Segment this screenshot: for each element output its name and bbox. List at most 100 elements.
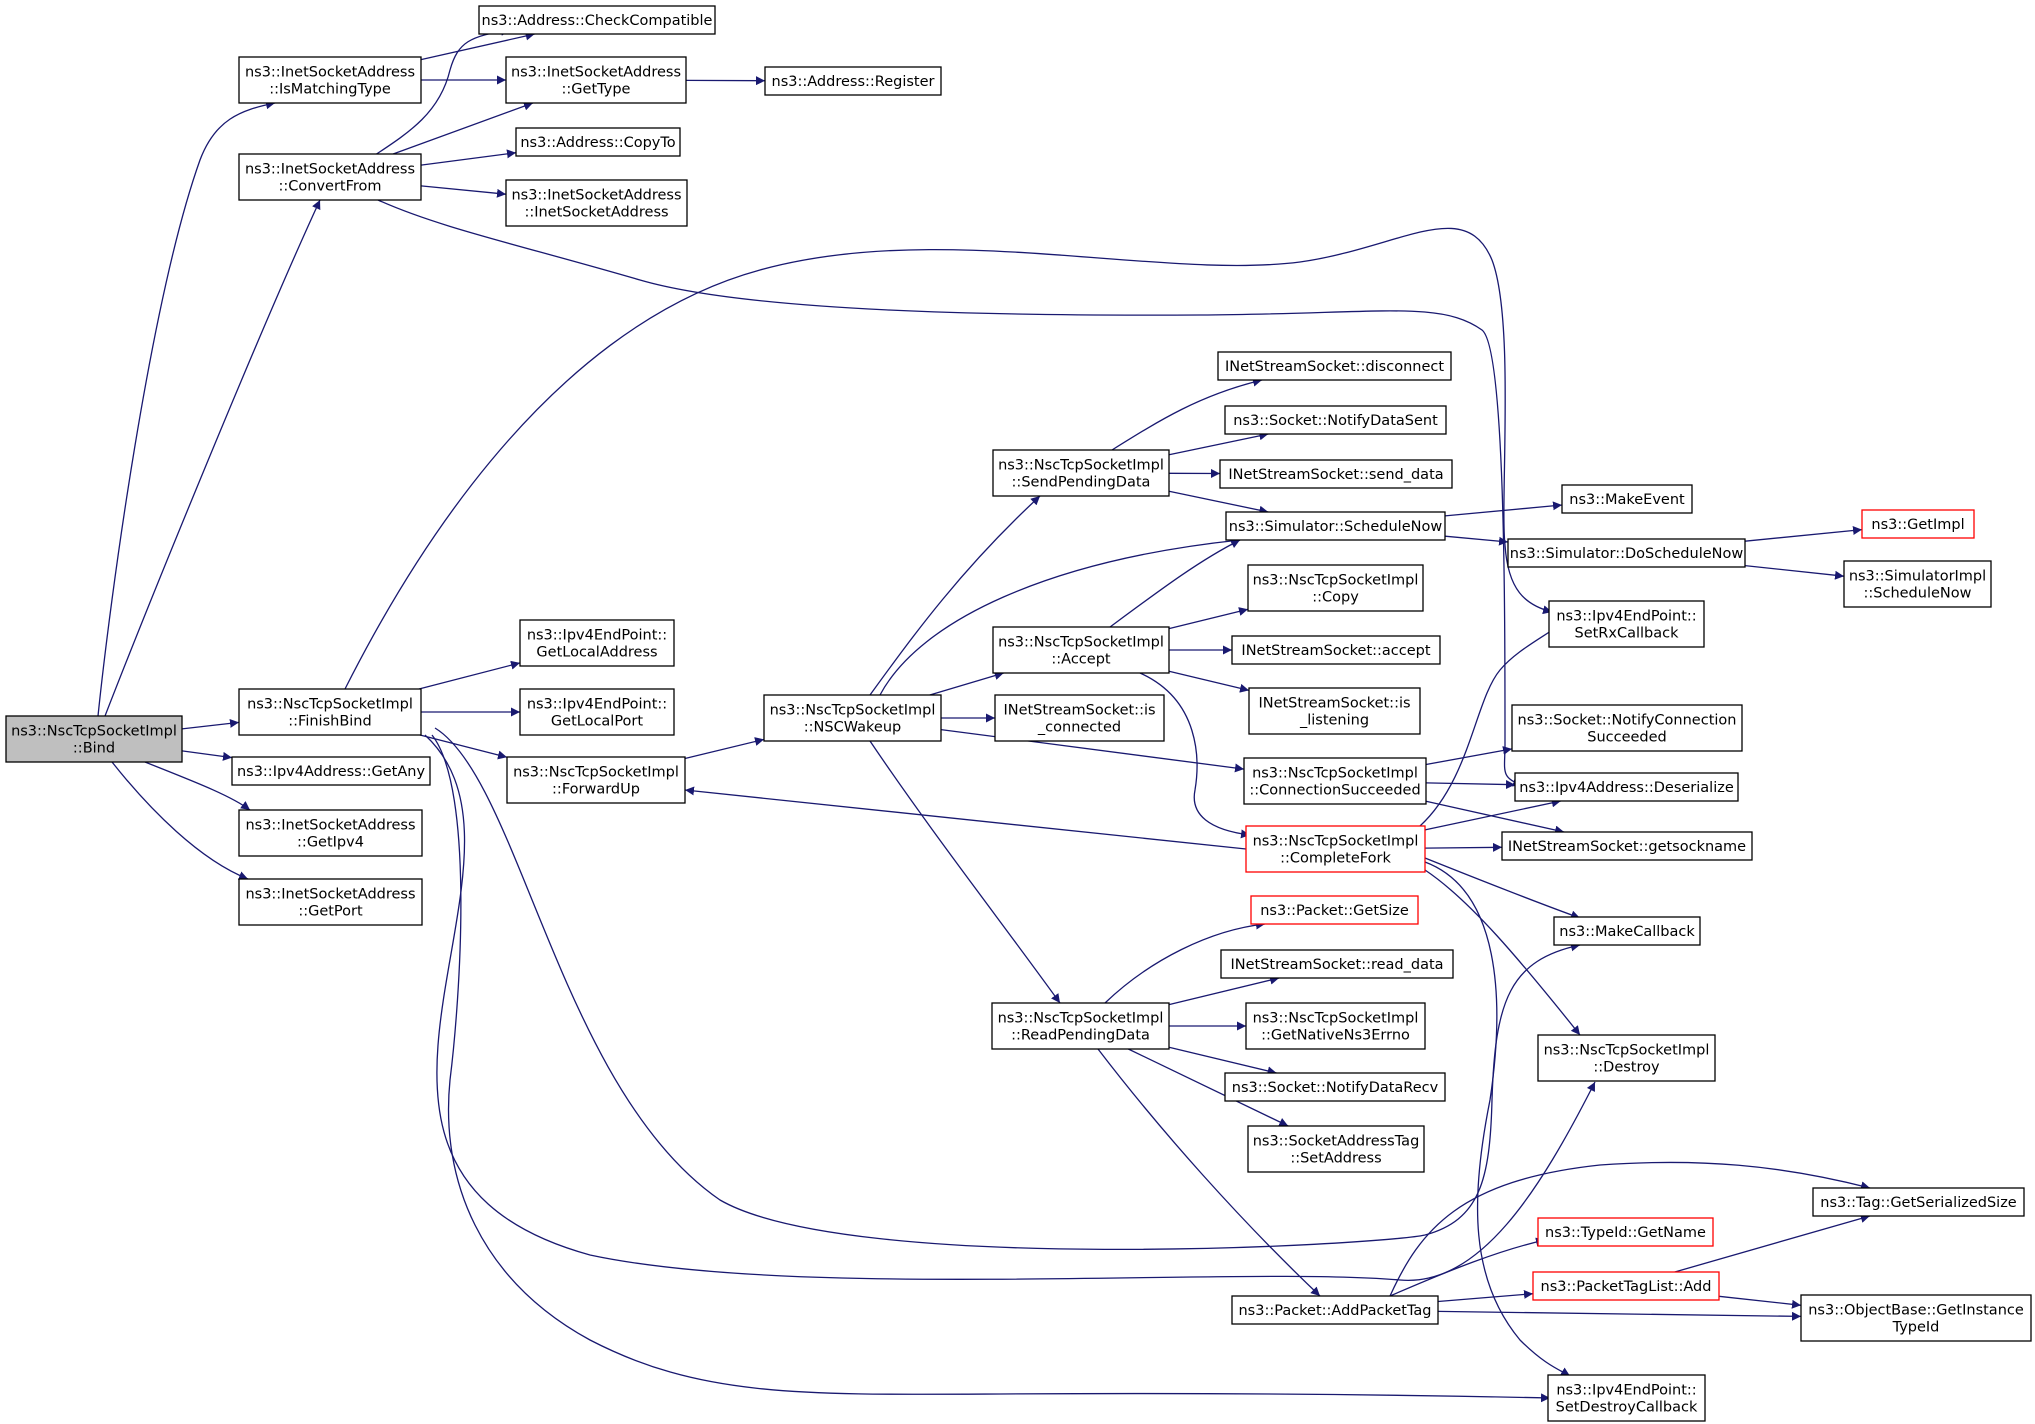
node-label-sendpendingdata-1: ::SendPendingData [1012, 475, 1151, 491]
node-setdestroycallback[interactable]: ns3::Ipv4EndPoint::SetDestroyCallback [1547, 1374, 1706, 1422]
node-senddata[interactable]: INetStreamSocket::send_data [1219, 459, 1453, 489]
node-convertfrom[interactable]: ns3::InetSocketAddress::ConvertFrom [238, 153, 422, 201]
node-box-doschedulenow [1507, 538, 1746, 568]
node-box-readdata [1220, 949, 1454, 979]
node-makeevent[interactable]: ns3::MakeEvent [1561, 484, 1693, 514]
node-islistening[interactable]: INetStreamSocket::is_listening [1248, 687, 1421, 735]
node-getname[interactable]: ns3::TypeId::GetName [1537, 1217, 1714, 1247]
node-box-getnativens3errno [1245, 1002, 1426, 1050]
node-getsockname[interactable]: INetStreamSocket::getsockname [1501, 831, 1753, 861]
node-disconnect[interactable]: INetStreamSocket::disconnect [1217, 351, 1452, 381]
node-addpackettag[interactable]: ns3::Packet::AddPacketTag [1231, 1295, 1439, 1325]
node-label-setaddress-1: ::SetAddress [1290, 1151, 1381, 1167]
node-box-copy [1247, 564, 1424, 612]
node-box-makeevent [1561, 484, 1693, 514]
edge-readpendingdata-to-readdata [1168, 975, 1280, 1006]
node-inetsocketaddress[interactable]: ns3::InetSocketAddress::InetSocketAddres… [505, 179, 688, 227]
node-box-copyto [515, 127, 681, 157]
edge-ismatchingtype-to-checkcompatible [420, 31, 535, 61]
node-getsize[interactable]: ns3::Packet::GetSize [1250, 895, 1419, 925]
node-box-inetaccept [1231, 635, 1441, 665]
node-register[interactable]: ns3::Address::Register [764, 66, 942, 96]
node-label-copyto-0: ns3::Address::CopyTo [520, 135, 675, 151]
node-label-getsize-0: ns3::Packet::GetSize [1260, 903, 1409, 919]
node-bind[interactable]: ns3::NscTcpSocketImpl::Bind [5, 715, 183, 763]
node-getimpl[interactable]: ns3::GetImpl [1861, 509, 1975, 539]
node-isconnected[interactable]: INetStreamSocket::is_connected [994, 694, 1165, 742]
node-label-inetaccept-0: INetStreamSocket::accept [1241, 643, 1430, 659]
node-label-notifydatasent-0: ns3::Socket::NotifyDataSent [1233, 413, 1438, 429]
node-ismatchingtype[interactable]: ns3::InetSocketAddress::IsMatchingType [238, 56, 422, 104]
edge-finishbind-to-setdestroycallback [431, 734, 1551, 1403]
edge-addpackettag-to-getname [1389, 1237, 1546, 1297]
node-deserialize[interactable]: ns3::Ipv4Address::Deserialize [1514, 772, 1739, 802]
node-label-destroy-1: ::Destroy [1593, 1060, 1660, 1076]
node-label-readpendingdata-1: ::ReadPendingData [1011, 1028, 1150, 1044]
edge-schedulenow-to-doschedulenow [1444, 535, 1509, 546]
node-box-getlocaladdress [519, 619, 675, 667]
node-getipv4[interactable]: ns3::InetSocketAddress::GetIpv4 [238, 809, 423, 857]
node-label-getipv4-0: ns3::InetSocketAddress [245, 818, 415, 834]
node-setaddress[interactable]: ns3::SocketAddressTag::SetAddress [1247, 1125, 1425, 1173]
node-notifydatarecv[interactable]: ns3::Socket::NotifyDataRecv [1224, 1072, 1446, 1102]
node-label-islistening-0: INetStreamSocket::is [1258, 696, 1410, 712]
node-getserializedsize[interactable]: ns3::Tag::GetSerializedSize [1812, 1187, 2025, 1217]
node-gettype[interactable]: ns3::InetSocketAddress::GetType [505, 56, 687, 104]
node-sendpendingdata[interactable]: ns3::NscTcpSocketImpl::SendPendingData [992, 449, 1170, 497]
node-inetaccept[interactable]: INetStreamSocket::accept [1231, 635, 1441, 665]
node-checkcompatible[interactable]: ns3::Address::CheckCompatible [478, 5, 716, 35]
node-readdata[interactable]: INetStreamSocket::read_data [1220, 949, 1454, 979]
node-label-finishbind-0: ns3::NscTcpSocketImpl [247, 697, 413, 713]
edge-sendpendingdata-to-notifydatasent [1168, 431, 1269, 456]
node-label-finishbind-1: ::FinishBind [288, 714, 371, 730]
node-readpendingdata[interactable]: ns3::NscTcpSocketImpl::ReadPendingData [991, 1002, 1170, 1050]
node-accept[interactable]: ns3::NscTcpSocketImpl::Accept [992, 626, 1170, 674]
node-doschedulenow[interactable]: ns3::Simulator::DoScheduleNow [1507, 538, 1746, 568]
node-label-bind-0: ns3::NscTcpSocketImpl [11, 724, 177, 740]
node-completefork[interactable]: ns3::NscTcpSocketImpl::CompleteFork [1245, 825, 1426, 873]
node-box-setaddress [1247, 1125, 1425, 1173]
node-label-packettaglistadd-0: ns3::PacketTagList::Add [1541, 1279, 1712, 1295]
node-box-register [764, 66, 942, 96]
node-box-getsockname [1501, 831, 1753, 861]
node-destroy[interactable]: ns3::NscTcpSocketImpl::Destroy [1537, 1034, 1716, 1082]
node-getany[interactable]: ns3::Ipv4Address::GetAny [231, 756, 431, 786]
node-notifydatasent[interactable]: ns3::Socket::NotifyDataSent [1224, 405, 1447, 435]
node-label-getserializedsize-0: ns3::Tag::GetSerializedSize [1820, 1195, 2017, 1211]
node-label-readdata-0: INetStreamSocket::read_data [1230, 957, 1443, 973]
node-getnativens3errno[interactable]: ns3::NscTcpSocketImpl::GetNativeNs3Errno [1245, 1002, 1426, 1050]
node-getport[interactable]: ns3::InetSocketAddress::GetPort [238, 878, 423, 926]
node-packettaglistadd[interactable]: ns3::PacketTagList::Add [1532, 1271, 1720, 1301]
node-simulatorimplschedulenow[interactable]: ns3::SimulatorImpl::ScheduleNow [1843, 560, 1992, 608]
node-label-connectionsucceeded-0: ns3::NscTcpSocketImpl [1252, 766, 1418, 782]
node-makecallback[interactable]: ns3::MakeCallback [1553, 916, 1701, 946]
node-label-setdestroycallback-0: ns3::Ipv4EndPoint:: [1556, 1383, 1696, 1399]
node-label-simulatorimplschedulenow-1: ::ScheduleNow [1864, 586, 1972, 602]
edge-nscwakeup-to-schedulenow [879, 536, 1241, 696]
edge-readpendingdata-to-notifydatarecv [1168, 1046, 1277, 1076]
node-nscwakeup[interactable]: ns3::NscTcpSocketImpl::NSCWakeup [763, 694, 942, 742]
node-schedulenow[interactable]: ns3::Simulator::ScheduleNow [1225, 511, 1446, 541]
node-label-addpackettag-0: ns3::Packet::AddPacketTag [1238, 1303, 1431, 1319]
edge-sendpendingdata-to-schedulenow [1168, 490, 1269, 515]
edge-completefork-to-setrxcallback [1419, 624, 1561, 827]
node-label-getany-0: ns3::Ipv4Address::GetAny [237, 764, 425, 780]
node-label-doschedulenow-0: ns3::Simulator::DoScheduleNow [1510, 546, 1744, 562]
node-getlocaladdress[interactable]: ns3::Ipv4EndPoint::GetLocalAddress [519, 619, 675, 667]
node-copy[interactable]: ns3::NscTcpSocketImpl::Copy [1247, 564, 1424, 612]
node-label-forwardup-0: ns3::NscTcpSocketImpl [513, 765, 679, 781]
node-finishbind[interactable]: ns3::NscTcpSocketImpl::FinishBind [238, 688, 422, 736]
edge-doschedulenow-to-simulatorimplschedulenow [1744, 564, 1845, 580]
node-forwardup[interactable]: ns3::NscTcpSocketImpl::ForwardUp [506, 756, 686, 804]
edge-convertfrom-to-inetsocketaddress [420, 185, 507, 198]
node-getlocalport[interactable]: ns3::Ipv4EndPoint::GetLocalPort [519, 688, 675, 736]
node-copyto[interactable]: ns3::Address::CopyTo [515, 127, 681, 157]
node-box-gettype [505, 56, 687, 104]
node-label-completefork-0: ns3::NscTcpSocketImpl [1253, 834, 1419, 850]
edge-completefork-to-setdestroycallback [1424, 861, 1571, 1377]
node-connectionsucceeded[interactable]: ns3::NscTcpSocketImpl::ConnectionSucceed… [1243, 757, 1427, 805]
node-setrxcallback[interactable]: ns3::Ipv4EndPoint::SetRxCallback [1548, 600, 1705, 648]
node-box-senddata [1219, 459, 1453, 489]
